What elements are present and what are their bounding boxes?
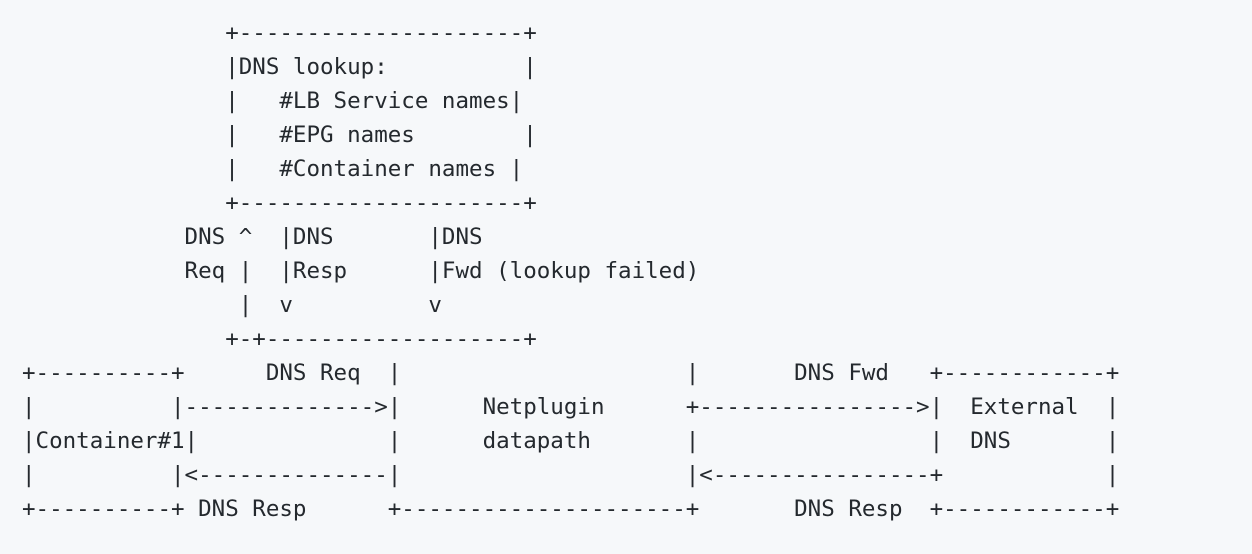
horizontal-boxes-bottom-line: +----------+ DNS Resp +-----------------…	[22, 496, 1120, 522]
lookup-box-container-line: | #Container names |	[22, 156, 524, 182]
ascii-diagram: +---------------------+ |DNS lookup: | |…	[22, 16, 1119, 526]
box-names-line: |Container#1| | datapath | | DNS |	[22, 428, 1120, 454]
horizontal-boxes-top-line: +----------+ DNS Req | | DNS Fwd +------…	[22, 360, 1120, 386]
dns-response-arrows-line: | |<--------------| |<----------------+ …	[22, 462, 1120, 488]
vertical-arrows-line: | v v	[22, 292, 442, 318]
lookup-box-title-line: |DNS lookup: |	[22, 54, 537, 80]
dns-request-forward-arrows-line: | |-------------->| Netplugin +---------…	[22, 394, 1120, 420]
datapath-box-top-border: +-+-------------------+	[22, 326, 537, 352]
lookup-box-top-border: +---------------------+	[22, 20, 537, 46]
vertical-flow-labels-line-2: Req | |Resp |Fwd (lookup failed)	[22, 258, 700, 284]
lookup-box-epg-line: | #EPG names |	[22, 122, 537, 148]
vertical-flow-labels-line-1: DNS ^ |DNS |DNS	[22, 224, 483, 250]
lookup-box-bottom-border: +---------------------+	[22, 190, 537, 216]
lookup-box-lb-service-line: | #LB Service names|	[22, 88, 524, 114]
